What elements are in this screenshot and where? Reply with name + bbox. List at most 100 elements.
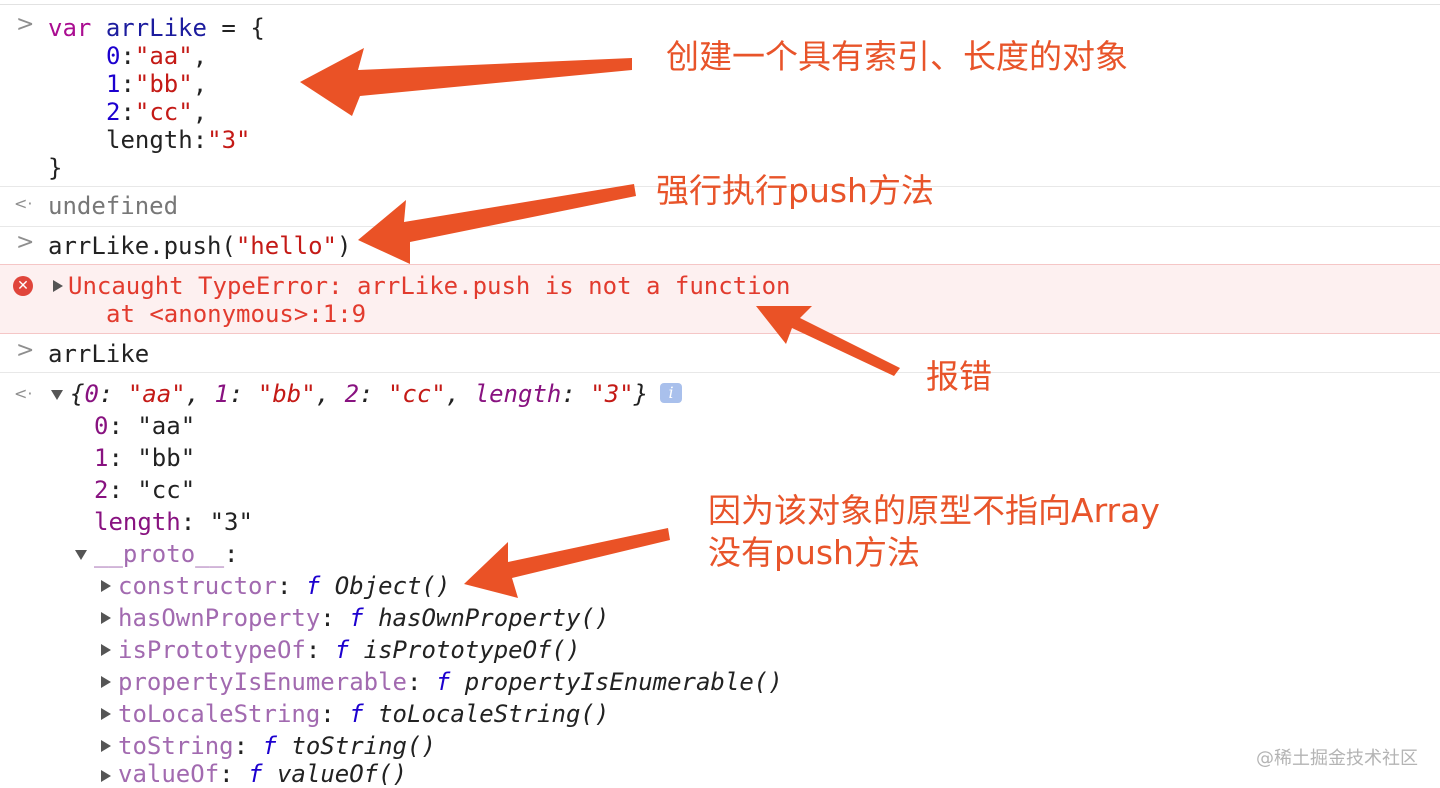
error-message[interactable]: Uncaught TypeError: arrLike.push is not … (68, 272, 791, 300)
proto-key: valueOf (118, 760, 220, 788)
annotation-reason-line1: 因为该对象的原型不指向Array (708, 491, 1160, 530)
proto-colon: : (320, 700, 350, 728)
proto-key: propertyIsEnumerable (118, 668, 407, 696)
assign-open: = { (206, 14, 265, 42)
proto-fn-name: Object() (334, 572, 451, 600)
call-end: ) (337, 232, 352, 260)
result-prompt-icon: <· (14, 194, 33, 213)
proto-colon: : (233, 732, 263, 760)
object-prop-2: 2: "cc" (94, 476, 195, 504)
prop-key: 2 (94, 476, 109, 504)
close-brace: } (48, 154, 63, 182)
proto-item-hasownproperty[interactable]: hasOwnProperty: f hasOwnProperty() (118, 604, 609, 632)
entry-2: 2:"cc", (106, 98, 207, 126)
proto-item-tolocalestring[interactable]: toLocaleString: f toLocaleString() (118, 700, 609, 728)
annotation-error: 报错 (926, 357, 992, 396)
input-prompt-icon: > (16, 230, 35, 255)
proto-row[interactable]: __proto__: (94, 540, 239, 568)
summary-value: "aa" (127, 380, 186, 408)
prop-value: "aa" (137, 412, 196, 440)
summary-value: "bb" (257, 380, 316, 408)
proto-fn-name: hasOwnProperty() (378, 604, 610, 632)
call-text: arrLike.push( (48, 232, 236, 260)
entry-tail: , (192, 42, 208, 70)
summary-comma: , (445, 380, 475, 408)
proto-key: toLocaleString (118, 700, 321, 728)
proto-colon: : (276, 572, 306, 600)
annotation-reason-line2: 没有push方法 (708, 533, 920, 572)
expand-isprototypeof-icon[interactable] (101, 644, 111, 656)
function-icon: f (334, 636, 350, 664)
variable-name: arrLike (105, 14, 207, 42)
prop-colon: : (180, 508, 210, 536)
summary-colon: : (561, 380, 591, 408)
proto-colon: : (320, 604, 350, 632)
proto-fn-name: valueOf() (276, 760, 408, 788)
proto-colon: : (305, 636, 335, 664)
expand-constructor-icon[interactable] (101, 580, 111, 592)
summary-open: { (70, 380, 85, 408)
expand-hasownproperty-icon[interactable] (101, 612, 111, 624)
function-icon: f (248, 760, 263, 788)
result-undefined: undefined (48, 192, 179, 220)
expand-tolocalestring-icon[interactable] (101, 708, 111, 720)
info-icon[interactable]: i (660, 383, 682, 403)
proto-fn-name: propertyIsEnumerable() (464, 668, 783, 696)
prop-key: 1 (94, 444, 109, 472)
proto-item-propertyisenumerable[interactable]: propertyIsEnumerable: f propertyIsEnumer… (118, 668, 783, 696)
function-icon: f (305, 572, 321, 600)
expand-tostring-icon[interactable] (101, 740, 111, 752)
entry-tail: , (192, 98, 208, 126)
summary-value: "cc" (387, 380, 446, 408)
arrow-create (300, 48, 632, 116)
error-location-link[interactable]: at <anonymous>:1:9 (106, 300, 367, 328)
prop-value: "bb" (137, 444, 196, 472)
proto-item-constructor[interactable]: constructor: f Object() (118, 572, 450, 600)
proto-item-isprototypeof[interactable]: isPrototypeOf: f isPrototypeOf() (118, 636, 580, 664)
proto-colon: : (406, 668, 436, 696)
function-icon: f (435, 668, 451, 696)
proto-item-valueof[interactable]: valueOf: f valueOf() (118, 760, 407, 788)
object-prop-1: 1: "bb" (94, 444, 195, 472)
entry-key: 1 (106, 70, 121, 98)
entry-value: "cc" (134, 98, 193, 126)
proto-key: isPrototypeOf (118, 636, 306, 664)
entry-sep: : (120, 42, 135, 70)
collapse-proto-icon[interactable] (75, 550, 87, 560)
entry-sep: : (192, 126, 208, 154)
input-push-call: arrLike.push("hello") (48, 232, 351, 260)
proto-item-tostring[interactable]: toString: f toString() (118, 732, 436, 760)
input-arrlike: arrLike (48, 340, 150, 368)
object-summary[interactable]: {0: "aa", 1: "bb", 2: "cc", length: "3"} (70, 380, 648, 408)
proto-colon: : (219, 760, 249, 788)
input-prompt-icon: > (16, 12, 35, 37)
entry-sep: : (120, 70, 135, 98)
prop-colon: : (108, 412, 138, 440)
proto-key: hasOwnProperty (118, 604, 321, 632)
summary-comma: , (185, 380, 215, 408)
entry-value: "3" (207, 126, 251, 154)
prop-key: length (94, 508, 181, 536)
watermark: @稀土掘金技术社区 (1256, 748, 1418, 769)
summary-colon: : (228, 380, 258, 408)
object-prop-length: length: "3" (94, 508, 253, 536)
prop-key: 0 (94, 412, 109, 440)
input-prompt-icon: > (16, 338, 35, 363)
proto-fn-name: toString() (291, 732, 436, 760)
entry-key: length (106, 126, 193, 154)
expand-error-icon[interactable] (53, 280, 63, 292)
proto-key: toString (118, 732, 234, 760)
result-prompt-icon: <· (14, 384, 33, 403)
collapse-object-icon[interactable] (51, 390, 63, 400)
object-prop-0: 0: "aa" (94, 412, 195, 440)
entry-key: 2 (106, 98, 121, 126)
expand-valueof-icon[interactable] (101, 770, 111, 782)
proto-fn-name: isPrototypeOf() (363, 636, 581, 664)
error-row (0, 264, 1440, 334)
summary-key: 2 (344, 380, 360, 408)
entry-length: length:"3" (106, 126, 251, 154)
expand-propertyisenumerable-icon[interactable] (101, 676, 111, 688)
function-icon: f (262, 732, 277, 760)
proto-key: constructor (118, 572, 277, 600)
proto-label: __proto__ (94, 540, 225, 568)
